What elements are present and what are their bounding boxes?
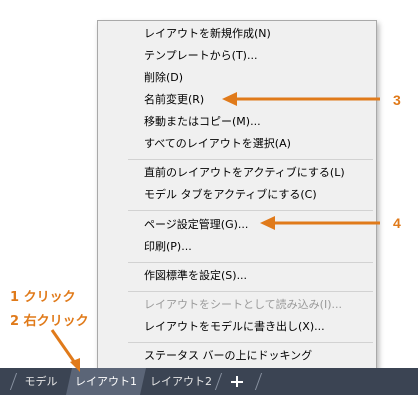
menu-separator <box>128 210 373 211</box>
menu-item-drafting-standards[interactable]: 作図標準を設定(S)... <box>144 269 248 282</box>
plus-icon[interactable] <box>230 368 244 395</box>
menu-separator <box>128 291 373 292</box>
callout-3-label: 3 <box>393 92 401 108</box>
tab-layout2-label: レイアウト2 <box>150 375 212 388</box>
layout-tab-bar: モデル レイアウト1 レイアウト2 <box>0 368 418 395</box>
menu-item-activate-model-tab[interactable]: モデル タブをアクティブにする(C) <box>144 188 317 201</box>
arrow-callout-3 <box>222 92 380 106</box>
menu-separator <box>128 159 373 160</box>
menu-item-new-layout[interactable]: レイアウトを新規作成(N) <box>144 27 271 40</box>
menu-item-plot[interactable]: 印刷(P)... <box>144 240 192 253</box>
tab-layout2[interactable]: レイアウト2 <box>148 368 214 395</box>
tab-model-label: モデル <box>24 375 58 388</box>
menu-item-move-copy[interactable]: 移動またはコピー(M)... <box>144 115 261 128</box>
tab-layout1[interactable]: レイアウト1 <box>66 368 146 395</box>
step-1-label: 1 クリック <box>10 290 76 305</box>
tab-layout1-label: レイアウト1 <box>75 375 137 388</box>
context-menu: レイアウトを新規作成(N) テンプレートから(T)... 削除(D) 名前変更(… <box>97 20 377 372</box>
arrow-callout-4 <box>260 216 380 230</box>
menu-item-select-all-layouts[interactable]: すべてのレイアウトを選択(A) <box>144 137 291 150</box>
menu-item-activate-previous-layout[interactable]: 直前のレイアウトをアクティブにする(L) <box>144 166 345 179</box>
menu-separator <box>128 262 373 263</box>
menu-item-delete[interactable]: 削除(D) <box>144 71 184 84</box>
menu-item-dock-above-status-bar[interactable]: ステータス バーの上にドッキング <box>144 349 313 362</box>
menu-item-rename[interactable]: 名前変更(R) <box>144 93 205 106</box>
arrow-to-layout1-tab <box>50 329 80 372</box>
callout-4-label: 4 <box>393 215 401 231</box>
menu-item-page-setup-manager[interactable]: ページ設定管理(G)... <box>144 218 249 231</box>
menu-separator <box>128 342 373 343</box>
menu-item-export-layout-to-model[interactable]: レイアウトをモデルに書き出し(X)... <box>144 320 325 333</box>
tab-model[interactable]: モデル <box>18 368 64 395</box>
menu-item-import-layout-as-sheet: レイアウトをシートとして読み込み(I)... <box>144 298 342 311</box>
step-2-label: 2 右クリック <box>10 314 89 329</box>
menu-item-from-template[interactable]: テンプレートから(T)... <box>144 49 258 62</box>
